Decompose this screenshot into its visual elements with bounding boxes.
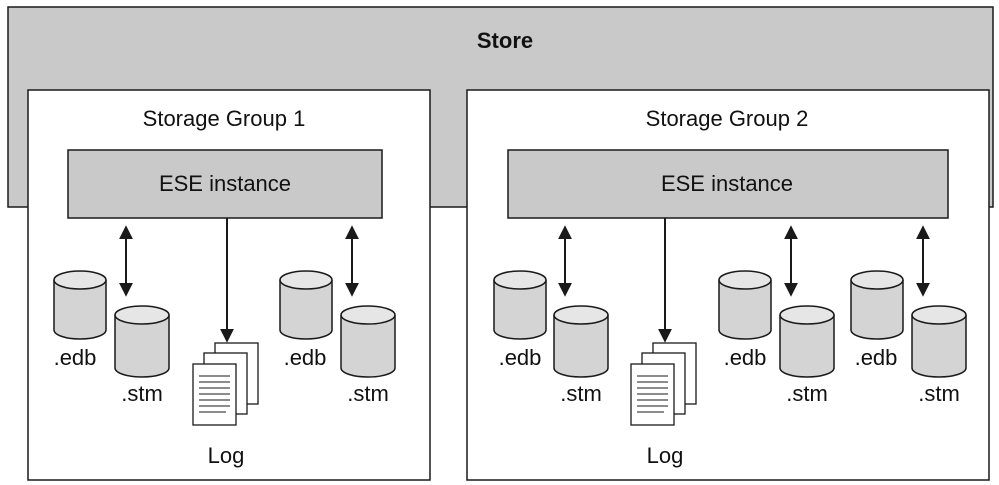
edb-label: .edb bbox=[724, 345, 767, 370]
store-label: Store bbox=[477, 28, 533, 53]
ese-instance: ESE instance bbox=[67, 149, 383, 219]
stm-database-icon bbox=[553, 305, 609, 378]
edb-database-icon bbox=[718, 270, 772, 340]
edb-database-icon bbox=[279, 270, 333, 340]
log-files-icon bbox=[192, 342, 259, 426]
ese-instance-label: ESE instance bbox=[661, 171, 793, 196]
storage-group-2: Storage Group 2 ESE instance .edb .stm bbox=[466, 89, 990, 481]
edb-label: .edb bbox=[499, 345, 542, 370]
stm-database-icon bbox=[340, 305, 396, 378]
edb-label: .edb bbox=[54, 345, 97, 370]
storage-group-title: Storage Group 2 bbox=[646, 106, 809, 131]
ese-instance: ESE instance bbox=[507, 149, 949, 219]
storage-group-1: Storage Group 1 ESE instance .edb .stm bbox=[27, 89, 431, 481]
stm-label: .stm bbox=[121, 381, 163, 406]
stm-label: .stm bbox=[560, 381, 602, 406]
stm-label: .stm bbox=[347, 381, 389, 406]
edb-label: .edb bbox=[855, 345, 898, 370]
storage-group-title: Storage Group 1 bbox=[143, 106, 306, 131]
stm-label: .stm bbox=[918, 381, 960, 406]
edb-database-icon bbox=[850, 270, 904, 340]
log-label: Log bbox=[647, 443, 684, 468]
edb-database-icon bbox=[493, 270, 547, 340]
stm-database-icon bbox=[114, 305, 170, 378]
stm-database-icon bbox=[779, 305, 835, 378]
stm-label: .stm bbox=[786, 381, 828, 406]
stm-database-icon bbox=[911, 305, 967, 378]
log-files-icon bbox=[630, 342, 697, 426]
edb-database-icon bbox=[53, 270, 107, 340]
log-label: Log bbox=[208, 443, 245, 468]
ese-instance-label: ESE instance bbox=[159, 171, 291, 196]
edb-label: .edb bbox=[284, 345, 327, 370]
